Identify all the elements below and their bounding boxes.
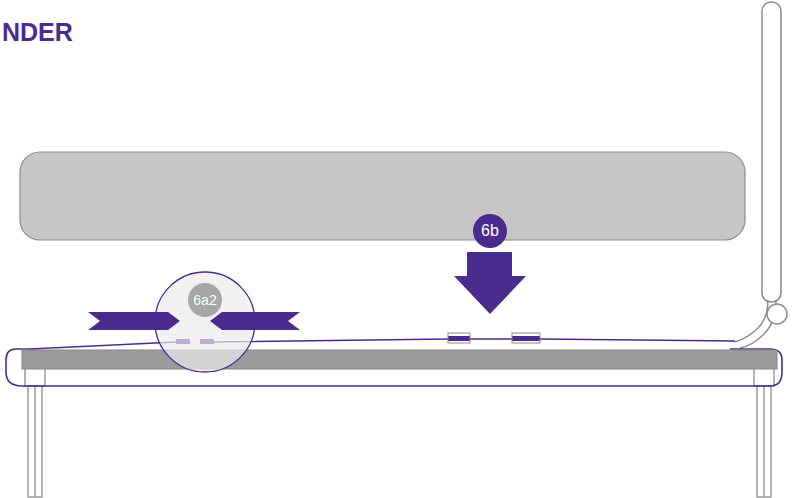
section-title: NDER xyxy=(2,18,73,47)
connector-outline xyxy=(448,333,540,343)
callout-badge xyxy=(188,283,222,317)
cable xyxy=(6,349,782,386)
down-arrow xyxy=(454,252,526,314)
soundbar xyxy=(20,152,745,240)
bench-legs xyxy=(25,368,774,497)
push-arrow xyxy=(210,312,300,330)
callout-number: 6a2 xyxy=(193,293,216,307)
callout-number: 6b xyxy=(481,223,499,239)
cable xyxy=(30,339,735,349)
mount-joint xyxy=(767,304,787,324)
mount-pole xyxy=(762,2,781,302)
push-arrow xyxy=(88,312,180,330)
bench-top xyxy=(22,350,777,369)
callout-badge xyxy=(473,214,507,248)
